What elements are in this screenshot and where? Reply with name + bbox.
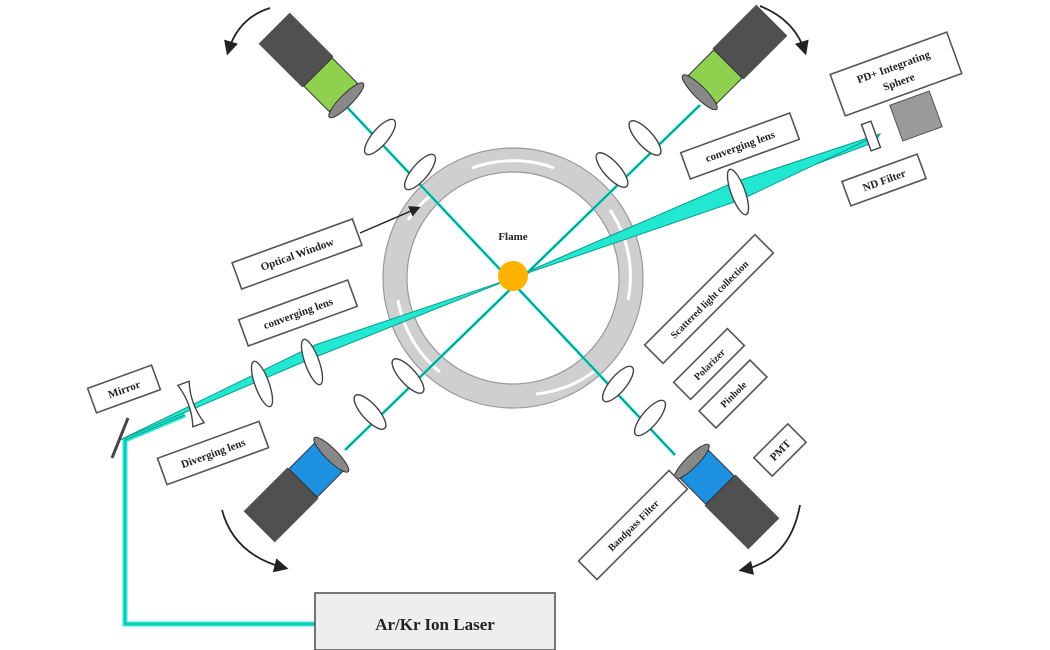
svg-text:Flame: Flame (498, 231, 527, 243)
label-diverging-lens: Diverging lens (156, 420, 270, 486)
detector-top-right (681, 4, 788, 111)
optical-window-pointer (359, 206, 421, 234)
lenses (250, 118, 750, 437)
diverging-lens-shape (176, 380, 206, 428)
label-laser: Ar/Kr Ion Laser (314, 592, 556, 650)
svg-text:Scattered light collection: Scattered light collection (669, 259, 752, 342)
laser-label: Ar/Kr Ion Laser (375, 615, 495, 634)
rotation-arrows (221, 5, 809, 575)
laser-box (314, 592, 556, 650)
label-mirror: Mirror (86, 364, 162, 414)
detector-bottom-right (673, 443, 780, 550)
label-flame: Flame (498, 231, 527, 243)
label-pmt: PMT (752, 422, 808, 478)
label-scattered-light: Scattered light collection (643, 233, 775, 365)
label-converging-lens-left: converging lens (237, 278, 359, 348)
detector-top-left (258, 12, 365, 119)
flame-focus-point (498, 261, 528, 291)
mirror-element (110, 417, 130, 459)
label-nd-filter: ND Filter (840, 153, 928, 207)
detector-bottom-left (243, 436, 350, 543)
label-bandpass-filter: Bandpass Filter (577, 469, 689, 581)
nd-filter-element (860, 120, 882, 152)
pd-sphere-detector (889, 90, 943, 142)
laser-beam (119, 133, 882, 627)
label-optical-window: Optical Window (231, 217, 363, 291)
